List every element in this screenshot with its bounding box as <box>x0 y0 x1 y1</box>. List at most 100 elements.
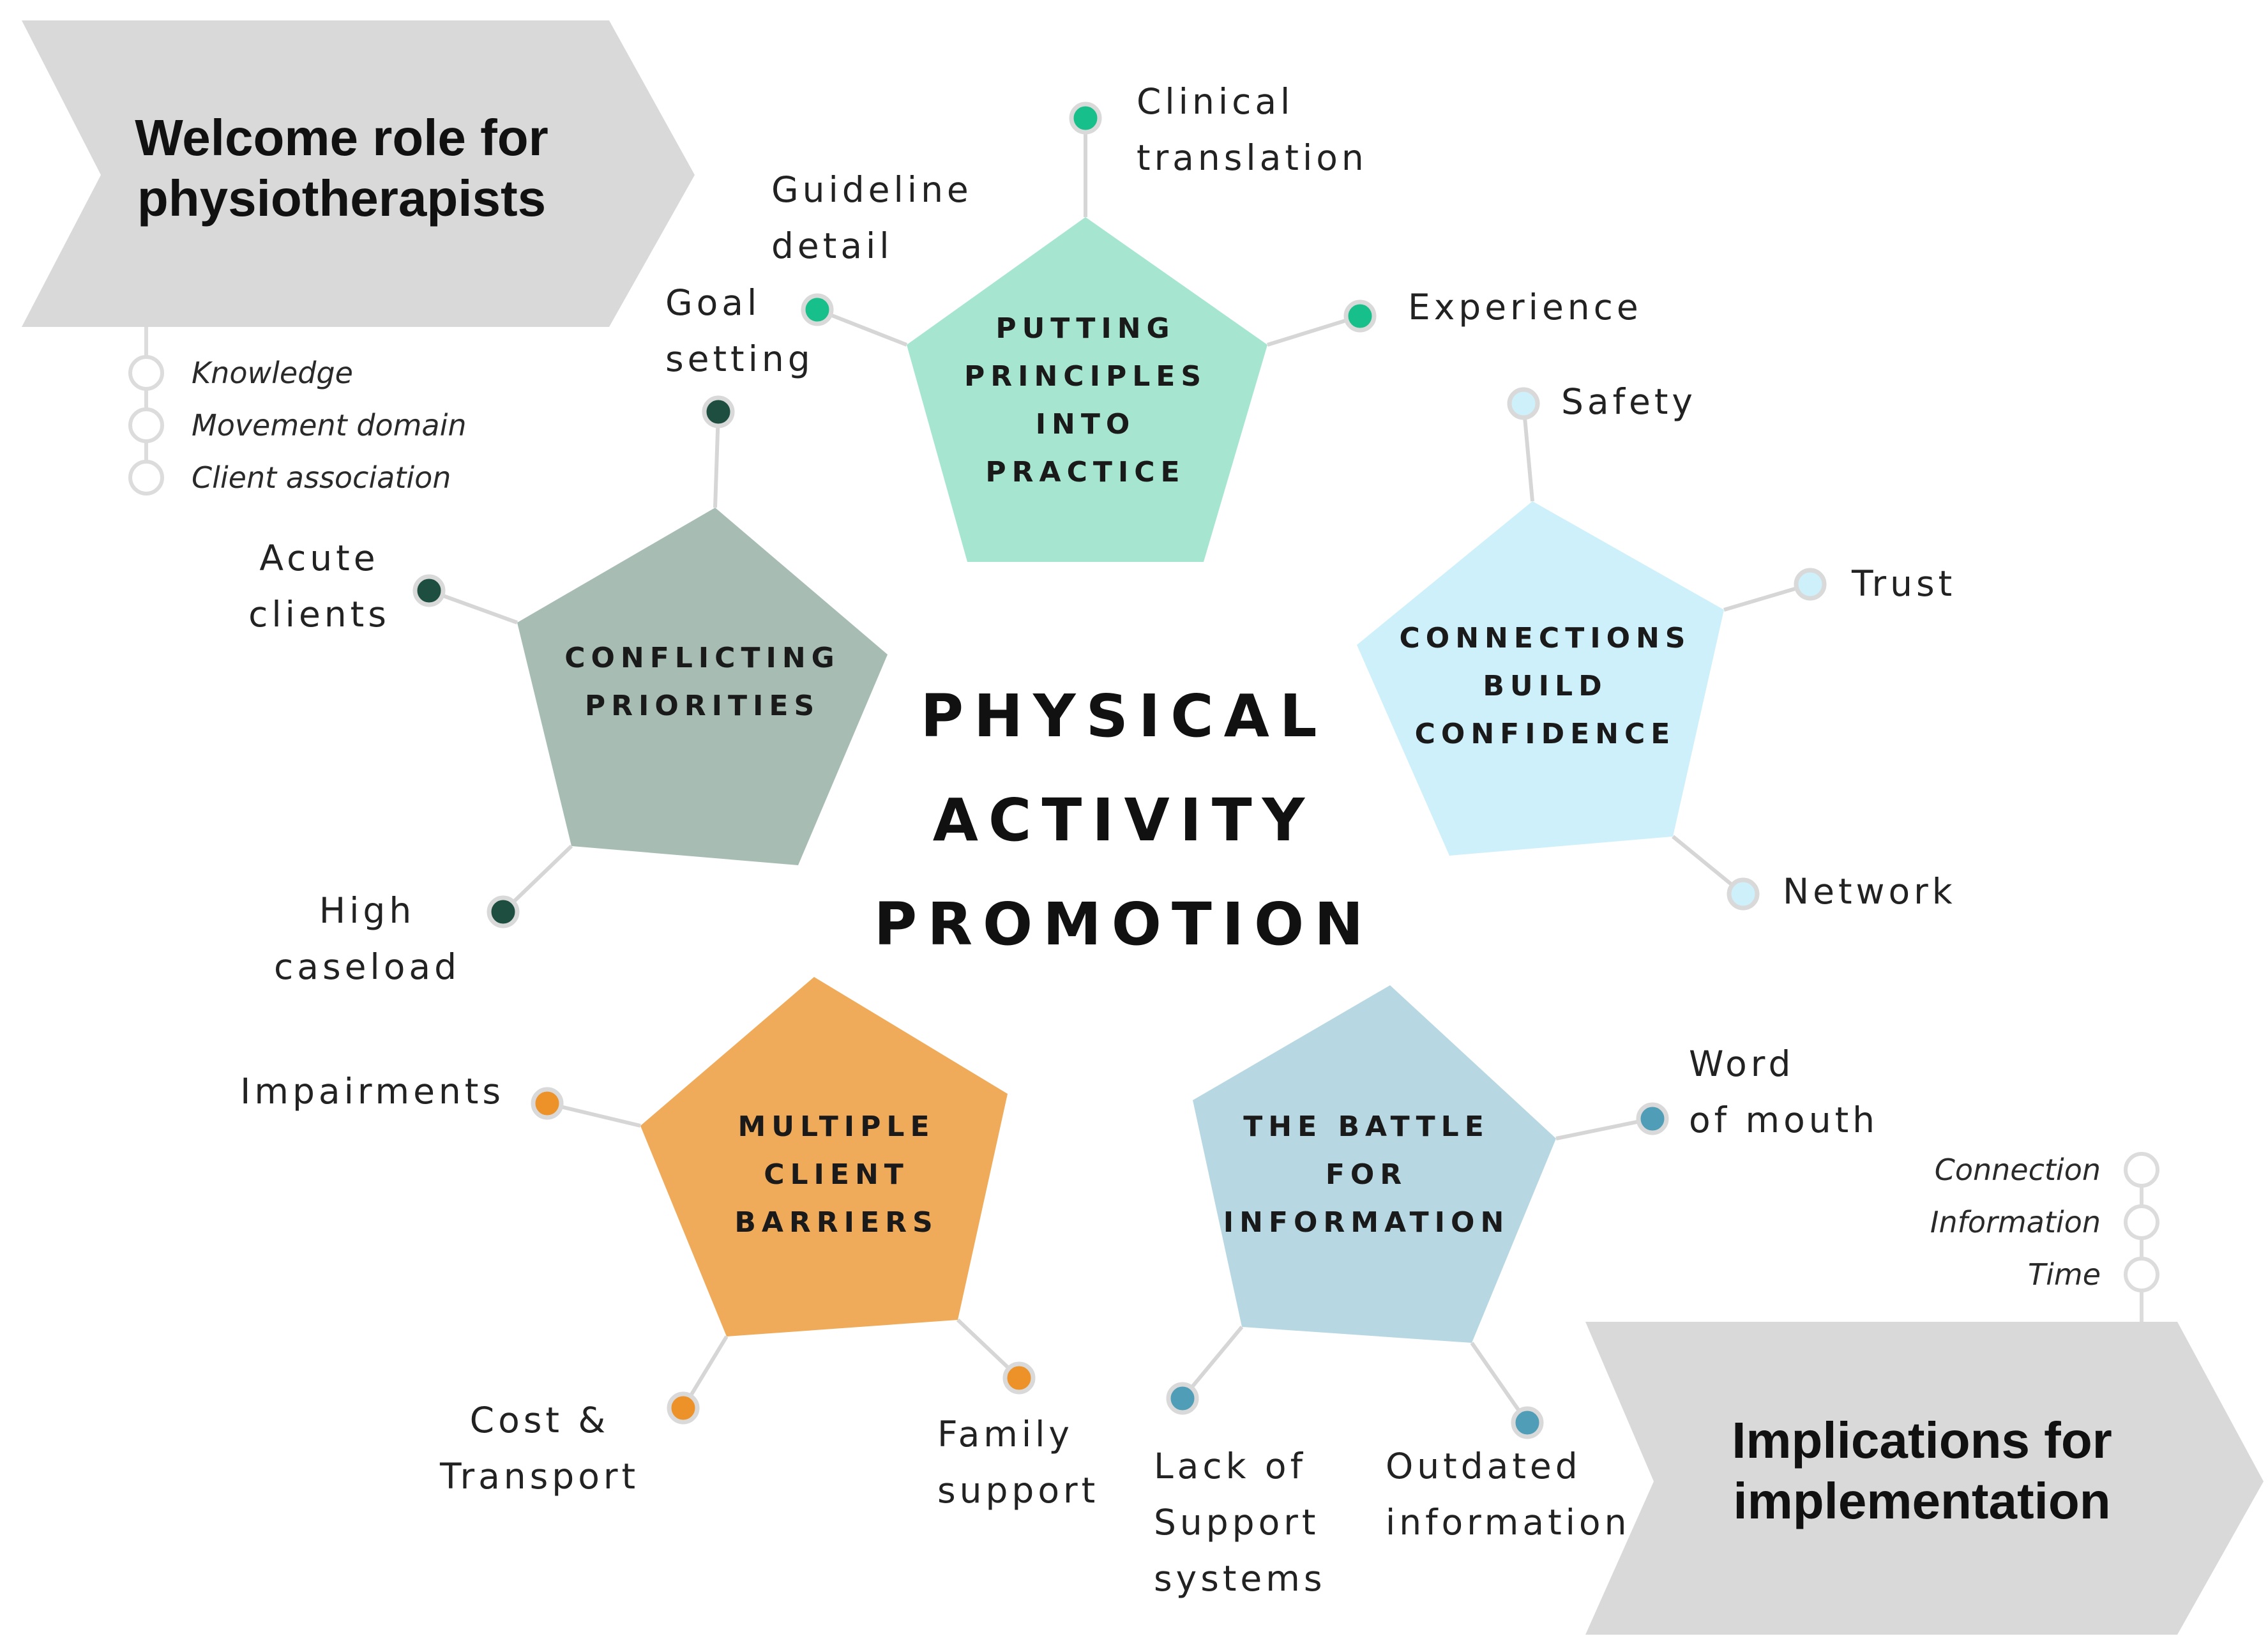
theme-pentagon-putting-principles <box>907 217 1267 562</box>
theme-title-line: MULTIPLE <box>737 1110 935 1143</box>
subtheme-label-trust: Trust <box>1852 556 1956 612</box>
subtheme-label-line: Safety <box>1561 381 1697 422</box>
subtheme-label-line: Clinical <box>1137 81 1294 122</box>
subtheme-dot <box>702 395 735 428</box>
subtheme-label-high-caseload: High caseload <box>262 882 472 995</box>
subtheme-label-line: Impairments <box>240 1071 504 1112</box>
subtheme-label-line: setting <box>665 338 814 379</box>
subtheme-label-line: High <box>319 890 416 931</box>
subtheme-label-network: Network <box>1783 863 1956 920</box>
banner-bottom-title-line: implementation <box>1733 1472 2111 1529</box>
theme-title-line: THE BATTLE <box>1243 1110 1490 1143</box>
subtheme-label-family-support: Family support <box>937 1406 1099 1518</box>
subtheme-label-line: Support <box>1154 1502 1320 1543</box>
theme-pentagon-multiple-client-barriers <box>640 977 1008 1336</box>
theme-title-line: CLIENT <box>764 1158 909 1191</box>
subtheme-label-cost-transport: Cost & Transport <box>425 1392 654 1504</box>
banner-bottom-arrow <box>1585 1322 2264 1635</box>
subtheme-label-acute-clients: Acute clients <box>236 530 402 642</box>
center-title-line: PROMOTION <box>873 890 1374 958</box>
subtheme-label-impairments: Impairments <box>211 1063 504 1119</box>
theme-title-line: PRIORITIES <box>584 690 820 722</box>
subtheme-label-line: Family <box>937 1414 1073 1455</box>
subtheme-connector <box>1522 403 1534 502</box>
subtheme-label-line: Outdated <box>1386 1446 1582 1487</box>
ring-marker <box>128 355 164 391</box>
subtheme-label-line: Transport <box>439 1456 640 1497</box>
subtheme-markers <box>412 102 1827 1439</box>
subtheme-label-goal-setting: Goal setting <box>665 275 814 387</box>
subtheme-dot <box>1166 1382 1199 1415</box>
banner-bottom-title: Implications for implementation <box>1660 1410 2184 1531</box>
subtheme-label-line: support <box>937 1470 1100 1511</box>
subtheme-label-line: translation <box>1137 137 1368 178</box>
banner-top-title-line: physiotherapists <box>137 170 547 227</box>
subtheme-label-line: Network <box>1783 871 1956 912</box>
subtheme-label-line: systems <box>1154 1558 1326 1599</box>
subtheme-label-line: detail <box>771 225 893 266</box>
theme-title-line: INTO <box>1035 408 1136 441</box>
subtheme-dot <box>412 574 446 607</box>
subtheme-dot <box>1069 102 1102 135</box>
theme-title-line: CONFIDENCE <box>1414 718 1676 750</box>
subtheme-label-safety: Safety <box>1561 374 1697 430</box>
banner-top-item: Movement domain <box>192 408 467 443</box>
subtheme-label-lack-of-support-systems: Lack of Support systems <box>1154 1438 1326 1607</box>
ring-marker <box>128 407 164 443</box>
theme-title-putting-principles: PUTTING PRINCIPLES INTO PRACTICE <box>958 305 1213 496</box>
center-title-line: PHYSICAL <box>920 682 1327 750</box>
subtheme-dot <box>487 895 520 928</box>
subtheme-label-line: caseload <box>274 946 460 987</box>
theme-title-line: PRINCIPLES <box>964 360 1207 393</box>
banner-bottom-item: Information <box>1930 1205 2101 1239</box>
theme-title-line: BARRIERS <box>734 1206 939 1239</box>
theme-pentagon-conflicting-priorities <box>517 508 888 865</box>
subtheme-label-line: information <box>1386 1502 1631 1543</box>
subtheme-dot <box>1511 1406 1544 1439</box>
subtheme-label-experience: Experience <box>1408 279 1642 335</box>
banner-top-title-line: Welcome role for <box>135 109 548 166</box>
subtheme-label-line: Experience <box>1408 287 1642 328</box>
subtheme-label-line: Acute <box>259 538 379 579</box>
banner-top-arrow <box>22 20 695 327</box>
banner-top-item: Client association <box>192 460 451 495</box>
theme-pentagons <box>517 217 1724 1343</box>
center-title-line: ACTIVITY <box>932 786 1315 854</box>
subtheme-dot <box>1636 1102 1669 1135</box>
theme-title-multiple-client-barriers: MULTIPLE CLIENT BARRIERS <box>709 1103 964 1246</box>
subtheme-dot <box>1002 1361 1036 1395</box>
subtheme-label-line: Goal <box>665 282 761 323</box>
subtheme-label-line: Guideline <box>771 169 972 210</box>
subtheme-connector <box>1555 1117 1653 1140</box>
banner-top-list: Knowledge Movement domain Client associa… <box>192 347 467 504</box>
theme-title-line: FOR <box>1325 1158 1408 1191</box>
banner-top-title: Welcome role for physiotherapists <box>83 107 600 229</box>
subtheme-label-word-of-mouth: Word of mouth <box>1689 1036 1879 1148</box>
theme-pentagon-connections-build-confidence <box>1357 501 1724 856</box>
subtheme-label-line: Cost & <box>469 1400 610 1441</box>
theme-title-line: PUTTING <box>995 312 1176 345</box>
subtheme-dot <box>531 1087 564 1120</box>
theme-title-battle-for-information: THE BATTLE FOR INFORMATION <box>1213 1103 1520 1246</box>
theme-title-line: INFORMATION <box>1223 1206 1510 1239</box>
subtheme-label-clinical-translation: Clinical translation <box>1137 73 1368 186</box>
banner-top-item: Knowledge <box>192 356 353 390</box>
ring-marker <box>2124 1257 2159 1292</box>
banner-bottom-list: Connection Information Time <box>1930 1144 2101 1301</box>
subtheme-label-guideline-detail: Guideline detail <box>771 162 972 274</box>
subtheme-dot <box>1343 299 1377 333</box>
center-title: PHYSICAL ACTIVITY PROMOTION <box>836 664 1411 976</box>
ring-marker <box>128 460 164 496</box>
subtheme-dot <box>1507 387 1540 420</box>
subtheme-label-outdated-information: Outdated information <box>1386 1438 1630 1550</box>
banner-top-rings <box>128 355 164 496</box>
subtheme-dot <box>1794 568 1827 601</box>
subtheme-dot <box>667 1391 700 1425</box>
banner-bottom-item: Time <box>2028 1257 2101 1292</box>
theme-title-line: PRACTICE <box>985 456 1186 488</box>
subtheme-dot <box>1727 877 1760 911</box>
banner-bottom-title-line: Implications for <box>1732 1412 2112 1469</box>
theme-title-connections-build-confidence: CONNECTIONS BUILD CONFIDENCE <box>1386 614 1705 758</box>
subtheme-label-line: Lack of <box>1154 1446 1306 1487</box>
